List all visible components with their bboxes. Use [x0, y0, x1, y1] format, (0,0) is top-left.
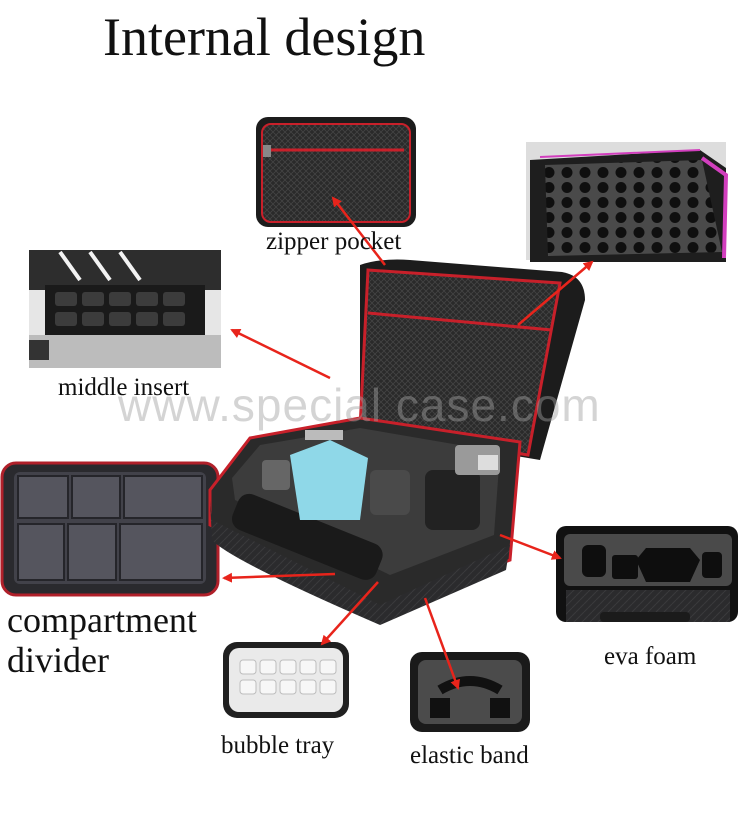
zipper-pocket-image	[256, 117, 416, 227]
label-eva-foam: eva foam	[604, 643, 697, 670]
label-compartment-divider: compartment divider	[7, 600, 197, 680]
arrow-bubble-tray	[320, 581, 379, 646]
watermark: www.special case.com	[118, 379, 601, 431]
hole-foam-image	[526, 142, 729, 262]
arrow-hole-foam	[517, 260, 594, 326]
page-title: Internal design	[103, 7, 426, 67]
elastic-band-image	[410, 652, 530, 732]
arrow-eva-foam	[499, 533, 562, 560]
main-case-image	[208, 259, 585, 625]
label-elastic-band: elastic band	[410, 742, 529, 769]
middle-insert-image	[29, 250, 221, 368]
label-zipper-pocket: zipper pocket	[266, 228, 402, 255]
compartment-divider-image	[0, 461, 220, 597]
arrow-middle-insert	[230, 328, 331, 380]
label-compartment-line1: compartment	[7, 600, 197, 640]
arrow-compartment-divider	[222, 572, 336, 583]
arrow-elastic-band	[423, 597, 460, 690]
label-compartment-line2: divider	[7, 640, 109, 680]
label-bubble-tray: bubble tray	[221, 732, 335, 759]
callout-arrows	[222, 196, 594, 690]
arrow-zipper-pocket	[331, 196, 386, 266]
eva-foam-image	[556, 526, 738, 622]
label-middle-insert: middle insert	[58, 374, 190, 401]
bubble-tray-image	[223, 642, 349, 718]
